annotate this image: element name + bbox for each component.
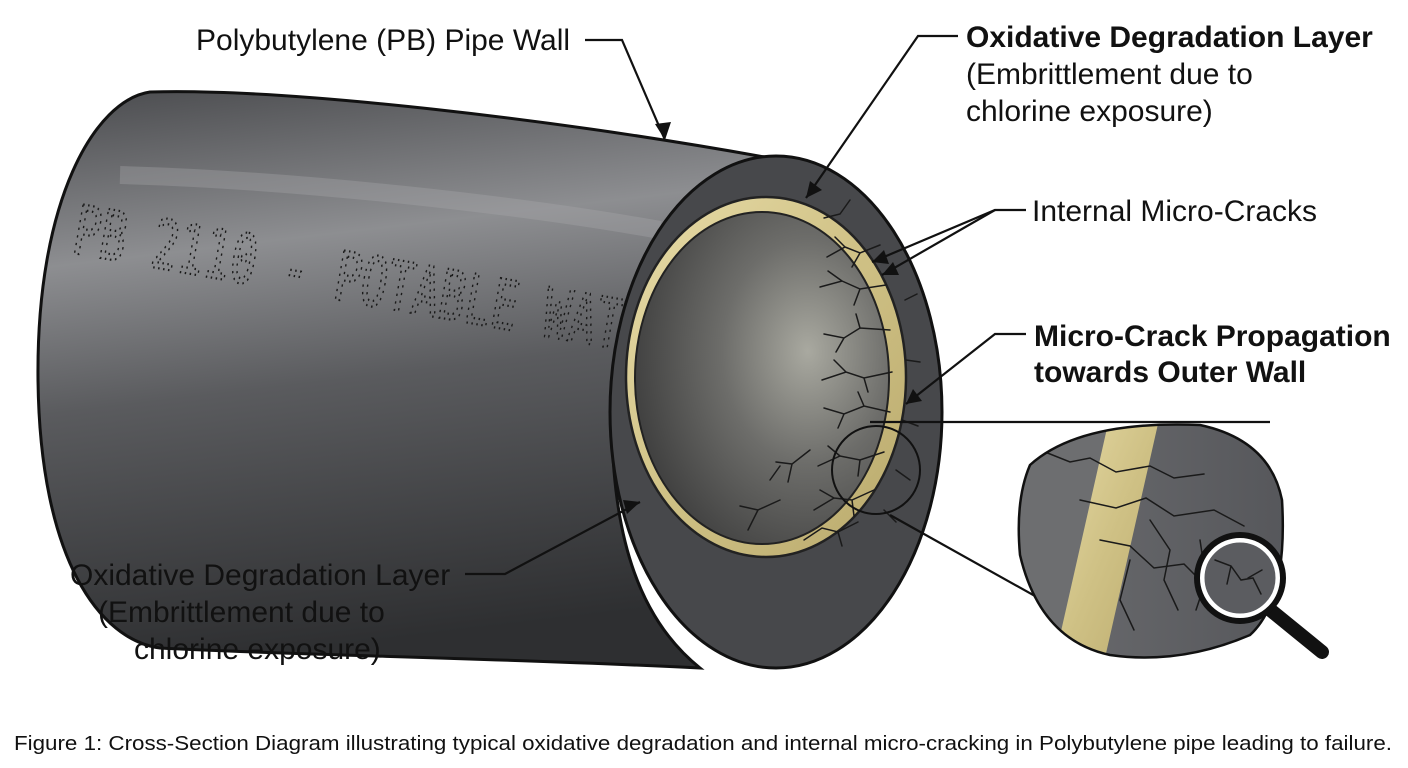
figure-caption: Figure 1: Cross-Section Diagram illustra… [14,733,1392,755]
leader-lines [465,34,1026,576]
label-degradation-top-title: Oxidative Degradation Layer [966,21,1373,54]
magnifier-icon [1194,532,1329,659]
pipe-bore [634,211,890,545]
pipe-body [36,90,771,670]
label-propagation-line2: towards Outer Wall [1034,356,1306,389]
label-degradation-bottom-line2: (Embrittlement due to [98,596,385,629]
micro-cracks [739,199,921,547]
magnified-region-marker [831,425,921,515]
label-propagation-line1: Micro-Crack Propagation [1034,320,1391,353]
label-internal-micro-cracks: Internal Micro-Cracks [1032,195,1317,228]
label-degradation-bottom-line1: Oxidative Degradation Layer [70,559,450,592]
label-degradation-top-line2: chlorine exposure) [966,95,1213,128]
label-degradation-bottom-line3: chlorine exposure) [134,633,381,666]
label-pipe-wall: Polybutylene (PB) Pipe Wall [196,24,570,57]
label-degradation-top-line1: (Embrittlement due to [966,58,1253,91]
